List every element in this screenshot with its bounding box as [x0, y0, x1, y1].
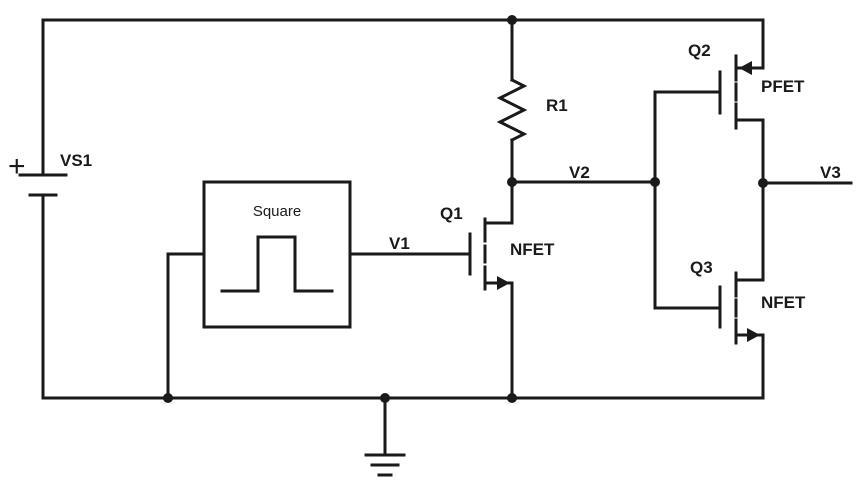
- battery-vs1: [18, 148, 68, 210]
- battery-label: VS1: [60, 151, 92, 170]
- junction-dot: [380, 393, 390, 403]
- generator-ground-wire: [166, 252, 206, 400]
- net-label-v1: V1: [389, 234, 410, 253]
- transistor-q2: [718, 54, 765, 185]
- q3-source-arrow: [747, 328, 760, 342]
- junction-dot: [758, 178, 768, 188]
- transistor-q2-label: Q2: [688, 41, 711, 60]
- q2-source-arrow: [739, 61, 752, 75]
- resistor-r1: [496, 18, 528, 184]
- transistor-q3: [718, 181, 765, 345]
- top-rail-wire: [41, 18, 765, 152]
- bottom-rail-wire: [41, 206, 765, 400]
- junction-dot: [163, 393, 173, 403]
- transistor-q2-type: PFET: [761, 77, 805, 96]
- junction-dots: [163, 15, 768, 403]
- junction-dot: [507, 15, 517, 25]
- junction-dot: [507, 177, 517, 187]
- junction-dot: [507, 393, 517, 403]
- q1-source-arrow: [497, 276, 510, 290]
- transistor-q1-label: Q1: [440, 204, 463, 223]
- v2-wire: [510, 90, 722, 310]
- transistor-q3-type: NFET: [761, 293, 806, 312]
- net-label-v3: V3: [820, 163, 841, 182]
- square-wave-icon: [220, 235, 334, 293]
- resistor-label: R1: [546, 96, 568, 115]
- transistor-q1: [468, 180, 514, 400]
- battery-polarity-label: +: [8, 150, 26, 183]
- junction-dot: [650, 177, 660, 187]
- generator-label: Square: [253, 203, 301, 220]
- ground-icon: [364, 396, 406, 477]
- transistor-q1-type: NFET: [510, 240, 555, 259]
- transistor-q3-label: Q3: [690, 258, 713, 277]
- square-wave-generator: [166, 180, 472, 400]
- net-label-v2: V2: [569, 163, 590, 182]
